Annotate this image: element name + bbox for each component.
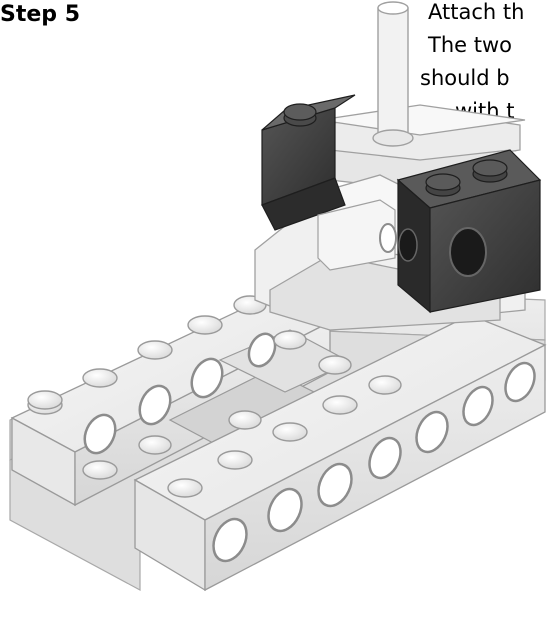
- dark-brick-right: [398, 150, 540, 312]
- vertical-axle: [373, 2, 413, 146]
